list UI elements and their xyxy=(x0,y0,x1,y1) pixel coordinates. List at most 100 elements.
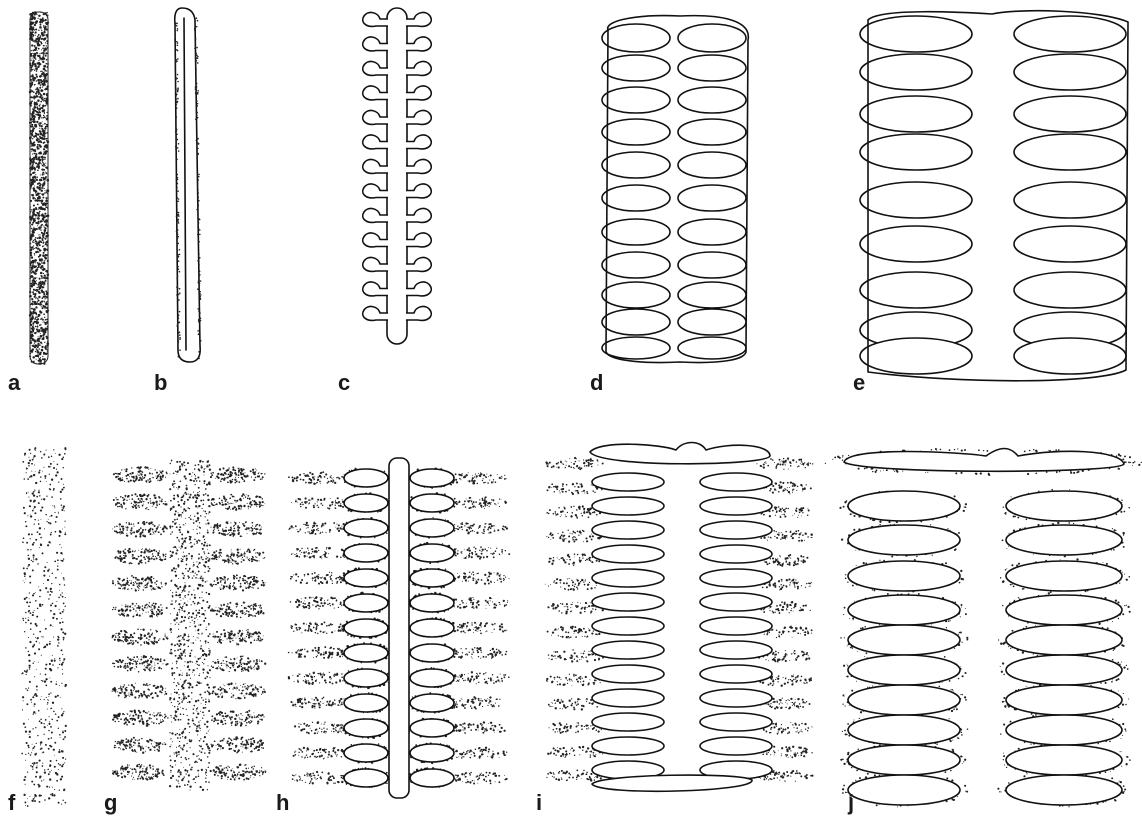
lobe-right xyxy=(678,219,746,245)
lobe-right xyxy=(1006,655,1122,685)
bud-right xyxy=(406,306,431,320)
panel-f-stipple xyxy=(21,447,67,807)
lobe-left xyxy=(848,685,960,715)
panel-label-e: e xyxy=(853,370,865,395)
panel-j: j xyxy=(825,448,1142,815)
bud-right xyxy=(406,135,431,149)
bud-left xyxy=(363,257,388,271)
lobe-left xyxy=(602,309,670,335)
lobe-left xyxy=(592,593,664,611)
panel-label-g: g xyxy=(104,790,117,815)
bud-left xyxy=(344,569,388,587)
lobe-right xyxy=(1006,715,1122,745)
panel-f: f xyxy=(8,447,67,815)
lobe-left xyxy=(860,182,972,218)
bud-left xyxy=(363,306,388,320)
bud-left xyxy=(344,769,388,787)
lobe-left xyxy=(848,625,960,655)
bud-right xyxy=(406,61,431,75)
lobe-right xyxy=(1014,134,1126,170)
bud-left xyxy=(363,61,388,75)
panel-c: c xyxy=(338,8,431,395)
panel-label-c: c xyxy=(338,370,350,395)
lobe-left xyxy=(848,525,960,555)
lobe-left xyxy=(602,219,670,245)
bud-right xyxy=(410,494,454,512)
panel-label-f: f xyxy=(8,790,16,815)
lobe-right xyxy=(678,252,746,278)
panel-b: b xyxy=(154,8,202,395)
lobe-right xyxy=(1014,96,1126,132)
lobe-right xyxy=(700,593,772,611)
bud-right xyxy=(406,208,431,222)
bud-right xyxy=(410,669,454,687)
lobe-left xyxy=(592,737,664,755)
bud-left xyxy=(363,12,388,26)
lobe-right xyxy=(1014,182,1126,218)
bud-left xyxy=(344,719,388,737)
bud-right xyxy=(410,644,454,662)
lobe-left xyxy=(602,282,670,308)
lobe-left xyxy=(848,715,960,745)
bud-right xyxy=(410,619,454,637)
lobe-right xyxy=(700,689,772,707)
bud-right xyxy=(410,594,454,612)
lobe-left xyxy=(860,226,972,262)
lobe-right xyxy=(1006,775,1122,805)
lobe-left xyxy=(860,134,972,170)
bud-left xyxy=(344,744,388,762)
panel-d-lobed-body xyxy=(602,16,748,363)
bud-right xyxy=(406,110,431,124)
stalk xyxy=(389,458,409,798)
lobe-right xyxy=(700,497,772,515)
panel-label-j: j xyxy=(847,790,854,815)
bud-left xyxy=(363,37,388,51)
panel-i-lobed-body xyxy=(545,443,814,792)
lobe-right xyxy=(1006,595,1122,625)
lobe-right xyxy=(700,641,772,659)
bud-left xyxy=(363,110,388,124)
bud-left xyxy=(344,594,388,612)
bud-left xyxy=(363,86,388,100)
lobe-left xyxy=(592,569,664,587)
bud-right xyxy=(406,12,431,26)
panel-j-lobed-body xyxy=(825,448,1142,807)
lobe-left xyxy=(860,96,972,132)
lobe-left xyxy=(848,745,960,775)
bud-left xyxy=(344,619,388,637)
lobe-left xyxy=(592,521,664,539)
bud-right xyxy=(406,233,431,247)
bud-left xyxy=(344,519,388,537)
lobe-right xyxy=(1006,491,1122,521)
panel-c-branched-body xyxy=(363,8,432,344)
bud-left xyxy=(344,669,388,687)
lobe-right xyxy=(700,665,772,683)
panel-label-h: h xyxy=(276,790,289,815)
bud-right xyxy=(410,769,454,787)
lobe-right xyxy=(1014,226,1126,262)
bud-left xyxy=(344,494,388,512)
lobe-left xyxy=(602,119,670,145)
panel-label-b: b xyxy=(154,370,167,395)
bud-right xyxy=(406,86,431,100)
lobe-right xyxy=(678,55,746,81)
panel-g-stipple xyxy=(112,460,267,792)
lobe-right xyxy=(1014,54,1126,90)
lobe-right xyxy=(678,282,746,308)
bud-left xyxy=(363,282,388,296)
lobe-left xyxy=(592,641,664,659)
bud-right xyxy=(410,719,454,737)
lobe-right xyxy=(1006,625,1122,655)
lobe-right xyxy=(700,521,772,539)
panel-e: e xyxy=(853,11,1128,395)
panel-i: i xyxy=(536,443,813,816)
bud-left xyxy=(344,694,388,712)
panel-a: a xyxy=(8,11,49,395)
bud-right xyxy=(406,257,431,271)
lobe-left xyxy=(592,497,664,515)
bud-right xyxy=(410,544,454,562)
lobe-right xyxy=(700,569,772,587)
bud-left xyxy=(344,544,388,562)
bud-right xyxy=(410,569,454,587)
lobe-right xyxy=(678,87,746,113)
